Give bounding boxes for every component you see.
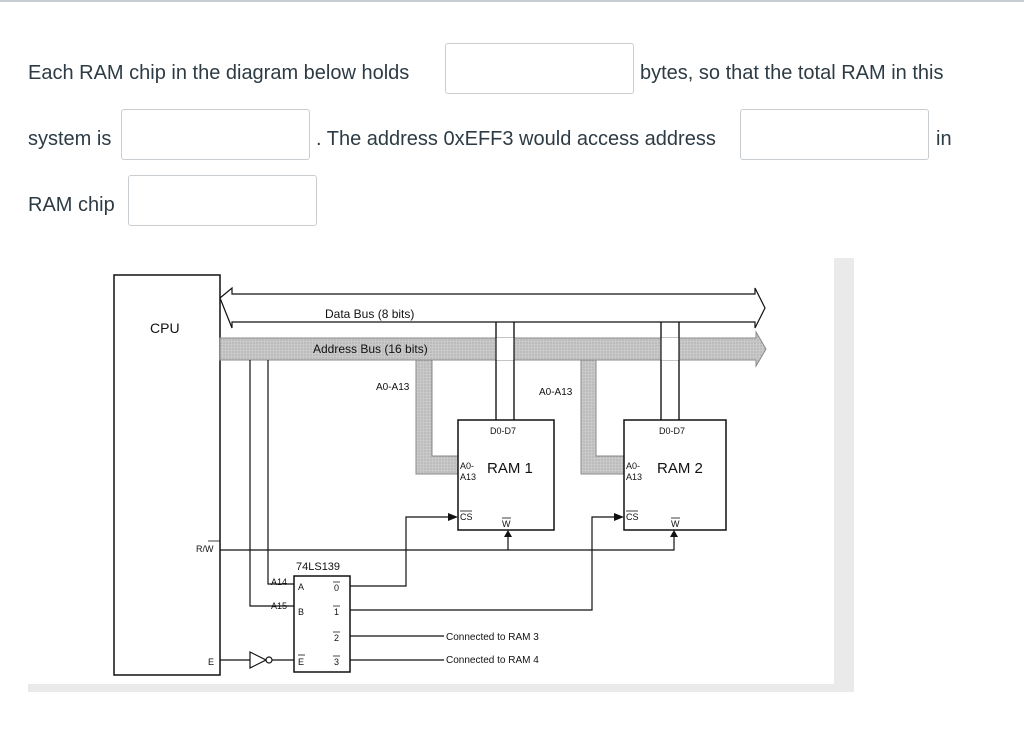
a15-label: A15 xyxy=(271,601,287,611)
question-text-4: . The address 0xEFF3 would access addres… xyxy=(316,128,716,150)
ram2-addr-pin-a: A0- xyxy=(626,461,640,471)
decoder-out-1: 1 xyxy=(334,607,339,617)
question-text-2: bytes, so that the total RAM in this xyxy=(640,62,944,84)
question-text-5: in xyxy=(936,128,952,150)
ram2-name: RAM 2 xyxy=(657,460,703,477)
address-bus-arrow xyxy=(219,330,767,368)
ram1-name: RAM 1 xyxy=(487,460,533,477)
decoder-enable: E xyxy=(298,657,304,667)
out1-to-ram2-cs xyxy=(350,516,620,611)
top-divider xyxy=(0,0,1024,2)
question-text-3: system is xyxy=(28,128,112,150)
a15-line xyxy=(249,360,294,607)
e-label: E xyxy=(208,657,214,667)
cpu-label: CPU xyxy=(150,320,180,336)
a14-line xyxy=(267,360,294,585)
address-bus-gap-1 xyxy=(496,338,514,360)
address-in-chip-input[interactable] xyxy=(740,109,929,160)
decoder-name: 74LS139 xyxy=(296,561,340,573)
ram2-cs-arrow xyxy=(614,513,624,521)
cpu-box xyxy=(113,274,221,676)
decoder-out-0: 0 xyxy=(334,583,339,593)
rw-line xyxy=(220,534,675,551)
ram1-addr-pin-a: A0- xyxy=(460,461,474,471)
ram1-cs-pin: CS xyxy=(460,512,473,522)
ram2-cs-pin: CS xyxy=(626,512,639,522)
ram1-cs-arrow xyxy=(448,513,458,521)
a14-label: A14 xyxy=(271,577,287,587)
addr-range-label-2: A0-A13 xyxy=(539,387,573,398)
ram1-box xyxy=(457,419,555,531)
decoder-in-b: B xyxy=(298,607,304,617)
ram1-addr-pin-b: A13 xyxy=(460,472,476,482)
question-text-1: Each RAM chip in the diagram below holds xyxy=(28,62,410,84)
decoder-out-bars xyxy=(333,581,340,657)
address-bus-gap-2 xyxy=(661,338,679,360)
ram2-addr-pin-b: A13 xyxy=(626,472,642,482)
inverter-bubble xyxy=(265,656,273,664)
data-bus-label: Data Bus (8 bits) xyxy=(325,307,414,321)
ram2-w-pin: W xyxy=(671,519,680,529)
out0-to-ram1-cs xyxy=(350,516,454,587)
decoder-in-a: A xyxy=(298,582,304,592)
address-bus-label: Address Bus (16 bits) xyxy=(313,342,428,356)
decoder-box xyxy=(293,575,351,673)
data-bus-arrow xyxy=(219,286,766,329)
question-text-6: RAM chip xyxy=(28,194,115,216)
decoder-out-2: 2 xyxy=(334,633,339,643)
ram-chip-input[interactable] xyxy=(128,175,317,226)
decoder-out-3: 3 xyxy=(334,657,339,667)
rw-label: R/W xyxy=(196,544,214,554)
note-ram4: Connected to RAM 4 xyxy=(446,655,539,666)
ram2-box xyxy=(623,419,727,531)
inverter-icon xyxy=(249,651,268,669)
ram2-data-pins: D0-D7 xyxy=(659,426,685,436)
ram1-data-pins: D0-D7 xyxy=(490,426,516,436)
total-ram-input[interactable] xyxy=(121,109,310,160)
ram1-w-pin: W xyxy=(502,519,511,529)
chip-size-input[interactable] xyxy=(445,43,634,94)
addr-range-label-1: A0-A13 xyxy=(376,382,410,393)
data-tap-lines xyxy=(495,322,680,420)
memory-decoder-diagram: CPU Data Bus (8 bits) Address Bus (16 bi… xyxy=(28,258,854,692)
note-ram3: Connected to RAM 3 xyxy=(446,632,539,643)
